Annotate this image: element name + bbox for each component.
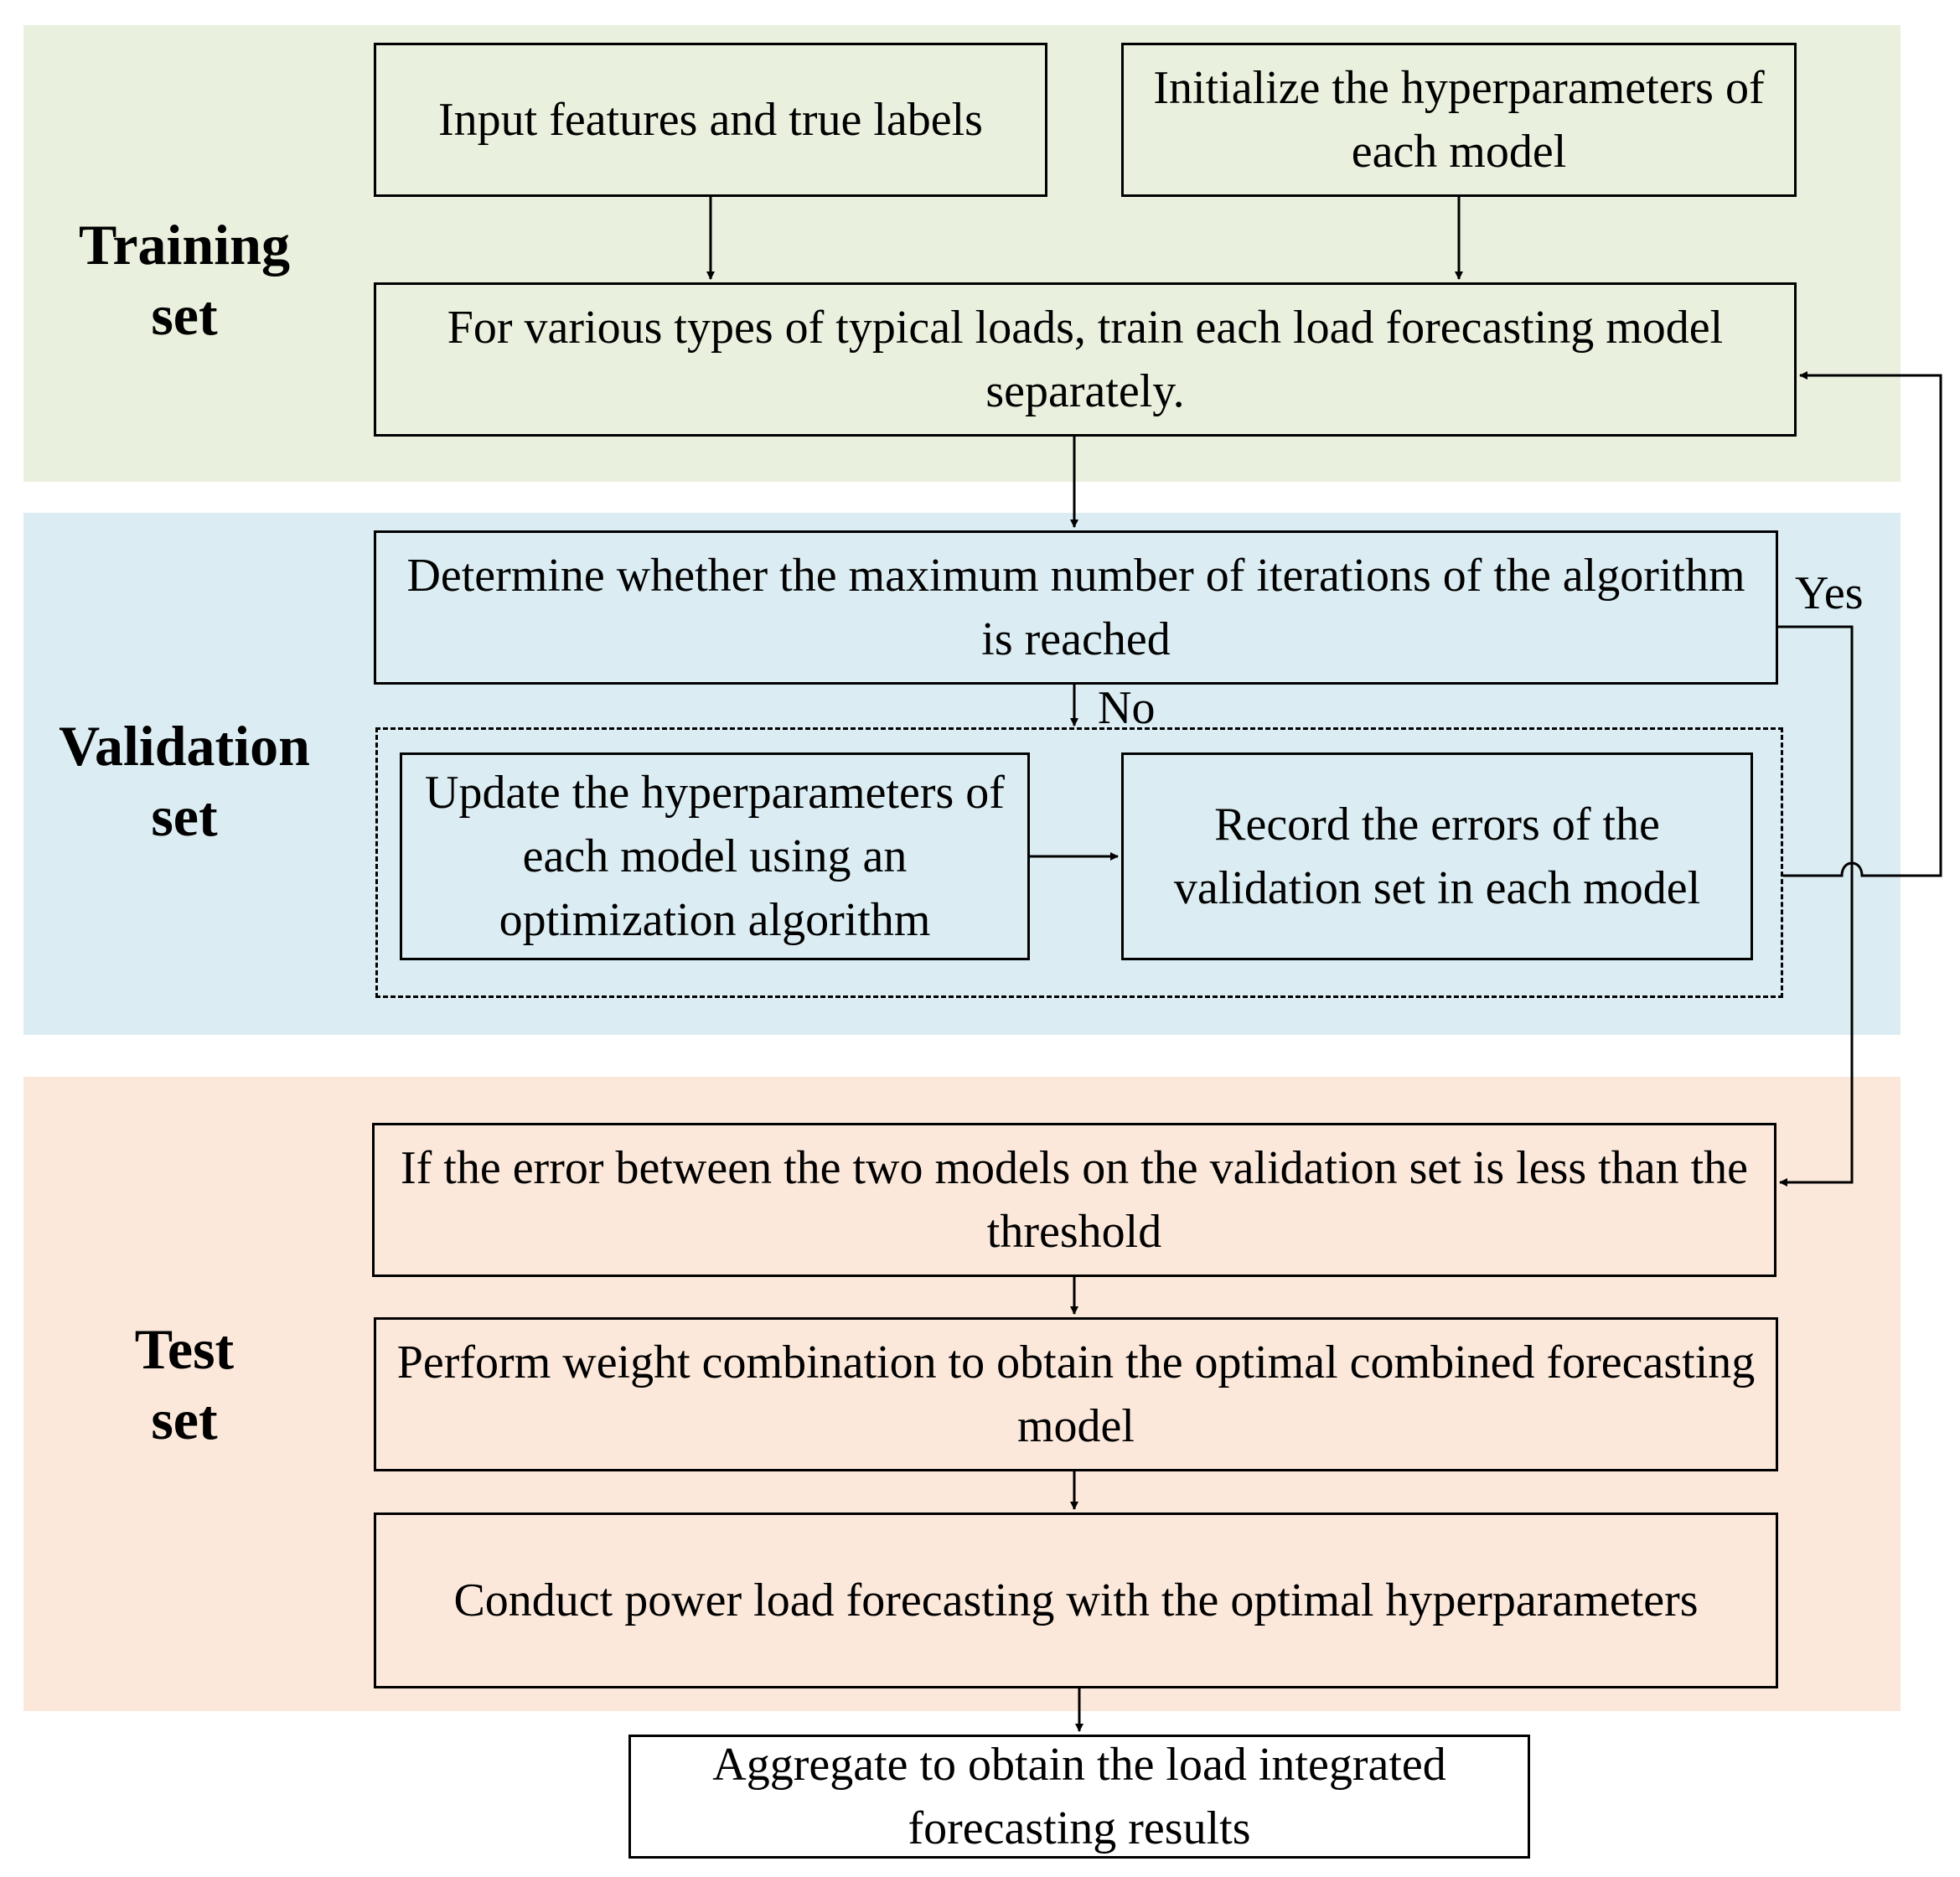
update-hyperparams-text: Update the hyperparameters of each model… [425, 767, 1005, 946]
optimization-loop-dashed-frame [375, 727, 1783, 998]
record-errors-box: Record the errors of the validation set … [1121, 752, 1753, 960]
arrow-record-loop-to-train [1783, 371, 1942, 877]
aggregate-results-box: Aggregate to obtain the load integrated … [628, 1735, 1530, 1859]
aggregate-results-text: Aggregate to obtain the load integrated … [712, 1739, 1446, 1854]
determine-max-iter-box: Determine whether the maximum number of … [374, 530, 1778, 685]
update-hyperparams-box: Update the hyperparameters of each model… [400, 752, 1030, 960]
no-label: No [1098, 682, 1156, 734]
input-features-box: Input features and true labels [374, 43, 1047, 197]
conduct-forecasting-box: Conduct power load forecasting with the … [374, 1512, 1778, 1688]
conduct-forecasting-text: Conduct power load forecasting with the … [453, 1575, 1699, 1626]
record-errors-text: Record the errors of the validation set … [1173, 799, 1701, 914]
init-hyperparams-box: Initialize the hyperparameters of each m… [1121, 43, 1797, 197]
weight-combination-text: Perform weight combination to obtain the… [396, 1337, 1756, 1452]
test-set-band [23, 1077, 1901, 1711]
train-models-text: For various types of typical loads, trai… [447, 302, 1724, 417]
validation-set-label: Validation set [59, 714, 310, 848]
test-set-label: Test set [134, 1317, 235, 1451]
training-set-band [23, 25, 1901, 482]
arrow-determine-yes-to-threshold [1778, 625, 1854, 1187]
determine-max-iter-text: Determine whether the maximum number of … [406, 550, 1745, 665]
error-threshold-text: If the error between the two models on t… [400, 1142, 1748, 1258]
init-hyperparams-text: Initialize the hyperparameters of each m… [1153, 62, 1765, 178]
weight-combination-box: Perform weight combination to obtain the… [374, 1317, 1778, 1471]
error-threshold-box: If the error between the two models on t… [372, 1123, 1776, 1277]
yes-label: Yes [1795, 567, 1864, 619]
train-models-box: For various types of typical loads, trai… [374, 282, 1797, 437]
input-features-text: Input features and true labels [438, 94, 983, 146]
validation-set-band [23, 513, 1901, 1035]
training-set-label: Training set [79, 213, 290, 347]
